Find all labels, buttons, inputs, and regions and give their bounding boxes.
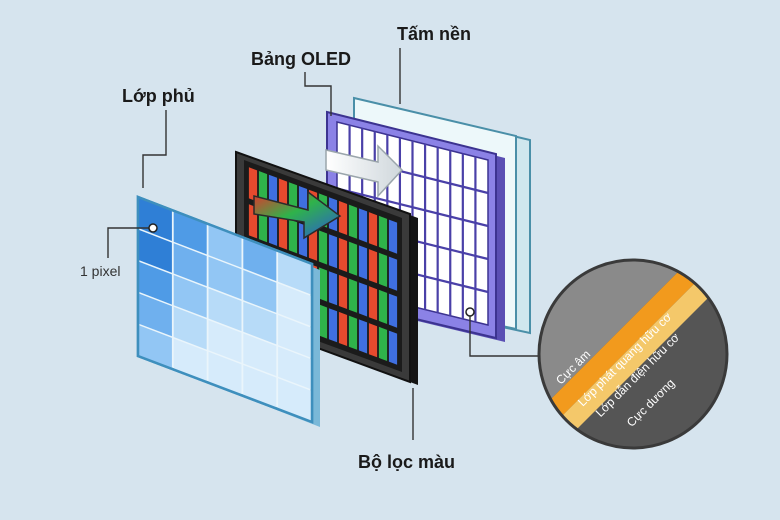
coating-pixel-cell [138,293,172,337]
coating-pixel-cell [243,365,277,408]
filter-subpixel [338,274,348,309]
oled-grid-row [336,187,489,228]
coating-pixel-cell [208,256,242,300]
substrate-label: Tấm nền [397,24,471,44]
coating-pixel-cell [278,283,312,327]
filter-subpixel [378,326,388,361]
coating-pixel-cell [243,333,277,376]
filter-subpixel [388,330,398,365]
coating-pixel-cell [173,306,207,350]
coating-pixel-cell [208,224,242,268]
layer-band-conductive [539,260,727,448]
layer-callout-line [469,312,548,357]
filter-subpixel [378,289,388,324]
filter-subpixel [328,308,338,343]
coating-pixel-cell [138,261,172,305]
coating-pixel-cell [173,275,207,318]
filter-subpixel [348,204,358,239]
filter-subpixel [348,278,358,313]
pixel-marker [148,223,158,233]
coating-pixel-cell [208,288,242,332]
filter-subpixel [388,293,398,328]
coating-pixel-cell [278,346,312,390]
filter-subpixel [368,323,378,358]
filter-subpixel [338,200,348,235]
filter-subpixel [268,211,278,246]
coating-glass [136,195,320,427]
filter-subpixel [308,226,318,261]
filter-subpixel [288,219,298,254]
coating-pixel-cell [138,198,172,241]
filter-subpixel [318,304,328,339]
filter-subpixel [318,267,328,302]
filter-subpixel [388,219,398,254]
coating-pixel-cell [173,338,207,382]
filter-subpixel [358,208,368,243]
filter-subpixel [338,311,348,346]
filter-subpixel [358,245,368,280]
filter-subpixel [358,282,368,317]
oled-callout-line [304,72,332,116]
color-filter-label: Bộ lọc màu [358,452,455,472]
rgb-light-arrow [253,190,342,240]
coating-pixel-cell [243,301,277,345]
layer-magnifier: Cực âm Lớp phát quang hữu cơ Lớp dẫn điệ… [537,258,729,450]
filter-subpixel [248,167,258,202]
coating-pixel-cell [243,238,277,282]
oled-pixel-marker [465,307,475,317]
filter-subpixel [348,315,358,350]
filter-subpixel [358,319,368,354]
coating-pixel-cell [173,243,207,287]
callout-lines [107,48,548,440]
filter-subpixel [388,256,398,291]
coating-pixel-cell [173,211,207,255]
coating-pixel-cell [138,229,172,273]
coating-pixel-cell [243,270,277,313]
pixel-callout-line [107,227,153,258]
filter-subpixel [258,171,268,206]
filter-subpixel [318,230,328,265]
coating-label: Lớp phủ [122,86,195,106]
coating-pixel-cell [278,251,312,295]
filter-subpixel [368,249,378,284]
coating-pixel-cell [208,351,242,395]
coating-callout-line [142,110,167,188]
white-light-arrow [325,144,404,198]
coating-pixel-cell [278,315,312,358]
coating-pixel-cell [138,325,172,369]
coating-pixel-cell [278,378,312,421]
filter-subpixel [328,271,338,306]
filter-subpixel [378,215,388,250]
filter-subpixel [258,208,268,243]
filter-subpixel [368,212,378,247]
filter-subpixel [378,252,388,287]
filter-subpixel [348,241,358,276]
filter-subpixel [328,234,338,269]
pixel-label: 1 pixel [80,263,120,279]
oled-panel-label: Bảng OLED [251,49,351,69]
filter-subpixel [368,286,378,321]
filter-subpixel [338,237,348,272]
filter-subpixel [278,215,288,250]
coating-pixel-cell [208,320,242,363]
